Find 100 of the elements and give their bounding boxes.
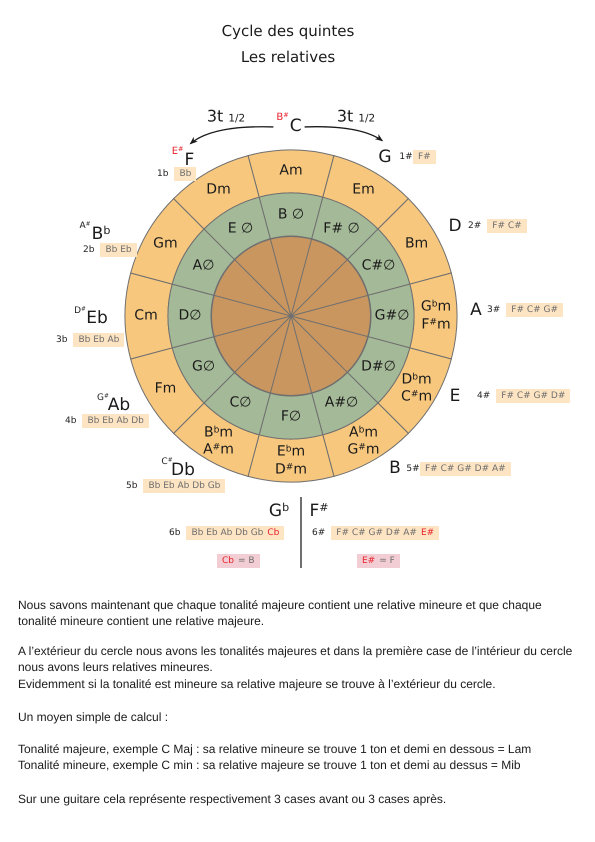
major-key-label: B$^{b}$ bbox=[92, 224, 110, 244]
major-key-label: A bbox=[470, 300, 482, 320]
diminished-chord-label: B ∅ bbox=[278, 206, 304, 224]
diminished-chord-label: D#∅ bbox=[361, 358, 396, 376]
curved-arrow bbox=[304, 126, 384, 142]
accidentals-box: F# C# G# bbox=[506, 303, 564, 317]
minor-key-segment bbox=[247, 433, 335, 483]
accidentals-box: F# C# bbox=[487, 219, 527, 233]
key-signature-count: 6# bbox=[312, 528, 326, 538]
minor-key-label: Gm bbox=[153, 234, 178, 252]
accidentals-box bbox=[331, 526, 440, 540]
enharmonic-label: E$^{#}$ bbox=[172, 146, 184, 157]
diminished-chord-segment bbox=[310, 371, 379, 436]
accidental-list: E# bbox=[362, 556, 376, 566]
paragraph: A l’extérieur du cercle nous avons les tonalités majeures et dans la première case de l’intérieur du cercle nous avons leurs relatives mineures. bbox=[18, 643, 574, 675]
accidentals-box: F# C# G# D# bbox=[496, 389, 570, 403]
major-key-label: Db bbox=[171, 460, 195, 480]
enharmonic-label: G$^{#}$ bbox=[97, 393, 109, 403]
accidental-list: Bb Eb Ab Db Gb bbox=[191, 528, 264, 538]
key-signature-count: 5b bbox=[126, 481, 138, 491]
enharmonic-label: C$^{#}$ bbox=[161, 457, 173, 467]
minor-key-label: E$^{b}$m bbox=[276, 444, 306, 461]
key-signature-count: 1b bbox=[157, 169, 168, 179]
enharmonic-equivalence-box bbox=[357, 554, 400, 568]
minor-key-label: Cm bbox=[134, 307, 158, 325]
diminished-chord-label: D∅ bbox=[178, 307, 202, 325]
accidentals-box: F# C# G# D# A# bbox=[420, 462, 511, 476]
major-key-label: E bbox=[450, 386, 460, 406]
minor-key-label: D$^{#}$m bbox=[274, 461, 308, 478]
key-signature-count: 6b bbox=[169, 528, 180, 538]
key-signature-count: 2b bbox=[83, 245, 94, 255]
minor-key-label: Em bbox=[352, 182, 375, 200]
curved-arrow bbox=[190, 126, 274, 144]
accidental-list: F# C# G# D# A# bbox=[336, 528, 417, 538]
key-signature-count: 3b bbox=[56, 335, 68, 345]
enharmonic-label: B$^{#}$ bbox=[276, 112, 289, 123]
subtitle: Les relatives bbox=[240, 48, 336, 66]
major-key-label: C bbox=[290, 116, 302, 136]
paragraph: Tonalité mineure, exemple C min : sa relative majeure se trouve 1 ton et demi au dessus = Mib bbox=[18, 757, 522, 773]
paragraph: Evidemment si la tonalité est mineure sa relative majeure se trouve à l’extérieur du cercle. bbox=[18, 676, 497, 692]
diminished-chord-label: C∅ bbox=[230, 394, 252, 412]
minor-key-label: D$^{b}$m bbox=[401, 371, 432, 388]
key-signature-count: 4b bbox=[65, 416, 76, 426]
enharmonic-label: D$^{#}$ bbox=[74, 306, 86, 316]
enharmonic-equivalence-box bbox=[217, 554, 260, 568]
minor-key-segment bbox=[172, 154, 261, 231]
key-signature-count: 1# bbox=[399, 152, 413, 162]
accidental-list: Cb bbox=[267, 528, 280, 538]
minor-key-label: G$^{#}$m bbox=[347, 442, 380, 460]
diminished-chord-segment bbox=[310, 196, 379, 261]
paragraph: Tonalité majeure, exemple C Maj : sa relative mineure se trouve 1 ton et demi en dessous = Lam bbox=[18, 741, 532, 757]
minor-key-segment bbox=[247, 149, 335, 199]
accidental-list: = B bbox=[238, 556, 255, 566]
major-key-label: F bbox=[184, 150, 194, 170]
major-key-label: B bbox=[389, 458, 401, 478]
diminished-chord-label: F# ∅ bbox=[323, 220, 360, 238]
accidentals-box bbox=[186, 526, 284, 540]
minor-key-label: Fm bbox=[154, 380, 176, 398]
key-signature-count: 3# bbox=[487, 305, 500, 315]
accidental-list: Cb bbox=[222, 556, 234, 566]
diminished-chord-label: A#∅ bbox=[324, 394, 358, 412]
minor-key-segment bbox=[124, 272, 174, 360]
accidentals-box: Bb Eb bbox=[100, 243, 137, 257]
diminished-chord-label: C#∅ bbox=[362, 256, 396, 274]
diminished-chord-segment bbox=[258, 392, 324, 440]
key-signature-count: 4# bbox=[477, 391, 490, 401]
diminished-chord-label: F∅ bbox=[280, 408, 302, 426]
key-signature-count: 2# bbox=[468, 221, 482, 231]
major-key-label: F$^{#}$ bbox=[309, 501, 329, 521]
diminished-chord-label: A∅ bbox=[192, 256, 214, 274]
enharmonic-label: A$^{#}$ bbox=[79, 221, 91, 231]
diminished-chord-label: G∅ bbox=[192, 358, 216, 376]
diagram-title: Cycle des quintes bbox=[222, 22, 354, 40]
accidental-list: E# bbox=[420, 528, 434, 538]
major-key-label: D bbox=[448, 216, 462, 236]
diminished-chord-segment bbox=[203, 196, 272, 261]
minor-key-label: Bm bbox=[404, 234, 428, 252]
accidentals-box: Bb Eb Ab Db Gb bbox=[143, 479, 226, 493]
minor-key-label: Dm bbox=[206, 182, 231, 200]
diminished-chord-label: E ∅ bbox=[228, 220, 254, 238]
diminished-chord-label: G#∅ bbox=[374, 307, 410, 325]
minor-key-label: Am bbox=[279, 162, 303, 180]
paragraph: Sur une guitare cela représente respectivement 3 cases avant ou 3 cases après. bbox=[18, 791, 448, 807]
key-signature-count: 5# bbox=[406, 464, 420, 474]
paragraph: Un moyen simple de calcul : bbox=[18, 709, 170, 725]
minor-key-label: B$^{b}$m bbox=[204, 424, 234, 442]
minor-key-label: A$^{#}$m bbox=[203, 442, 234, 460]
diminished-chord-segment bbox=[203, 371, 272, 436]
diminished-chord-segment bbox=[167, 283, 215, 349]
diminished-chord-segment bbox=[367, 283, 415, 349]
minor-key-label: A$^{b}$m bbox=[349, 424, 378, 442]
minor-key-segment bbox=[408, 272, 458, 360]
accidentals-box: Bb Eb Ab Db bbox=[82, 414, 149, 428]
diminished-chord-segment bbox=[258, 192, 324, 240]
major-key-label: Ab bbox=[108, 395, 130, 415]
accidental-list: = F bbox=[379, 556, 395, 566]
minor-key-label: C$^{#}$m bbox=[401, 388, 432, 406]
paragraph: Nous savons maintenant que chaque tonalité majeure contient une relative mineure et que chaque tonalité mineure contient une relative majeure. bbox=[18, 597, 543, 629]
major-key-label: G$^{b}$ bbox=[268, 501, 290, 521]
major-key-label: Eb bbox=[86, 308, 108, 328]
